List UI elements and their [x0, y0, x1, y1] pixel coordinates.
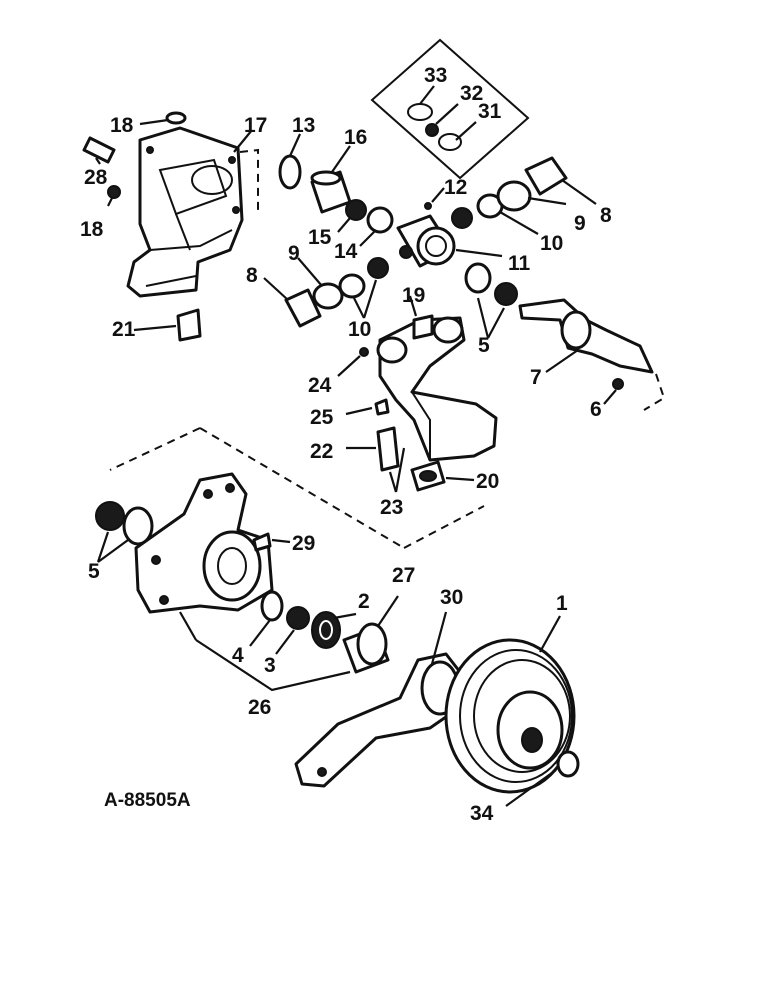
callout-10-top: 10: [540, 232, 563, 255]
part-5-bearing-right: [494, 282, 518, 306]
part-5-race-right: [464, 262, 492, 294]
callout-5-left: 5: [88, 560, 100, 583]
callout-9-top: 9: [574, 212, 586, 235]
callout-18-top: 18: [110, 114, 134, 137]
part-10-bearing-top: [451, 207, 473, 229]
part-22-pin: [376, 426, 400, 472]
part-3-bearing: [286, 606, 310, 630]
callout-27: 27: [392, 564, 415, 587]
part-10-race-left: [338, 273, 366, 299]
part-14-race: [366, 206, 394, 234]
callout-4: 4: [232, 644, 244, 667]
callout-19: 19: [402, 284, 425, 307]
part-27-cup: [342, 622, 390, 674]
part-8-cover-left: [284, 288, 322, 328]
callout-17: 17: [244, 114, 267, 137]
callout-1: 1: [556, 592, 568, 615]
detail-inset: [370, 38, 530, 180]
part-9-gasket-left: [312, 282, 344, 310]
part-24-fitting: [359, 347, 369, 357]
callout-20: 20: [476, 470, 499, 493]
callout-13: 13: [292, 114, 315, 137]
part-29-fitting: [252, 532, 272, 552]
gearbox-housing: [126, 126, 244, 298]
callout-15: 15: [308, 226, 332, 249]
callout-7: 7: [530, 366, 542, 389]
callout-32: 32: [460, 82, 483, 105]
part-25-screw: [374, 398, 390, 416]
part-16-cap: [310, 170, 352, 214]
part-21-bushing: [176, 308, 202, 342]
callout-6: 6: [590, 398, 602, 421]
lower-housing: [134, 472, 274, 614]
part-28-pin: [82, 136, 116, 164]
part-13-snap-ring: [278, 154, 302, 190]
part-2-bearing: [311, 611, 341, 649]
part-31-clip: [438, 133, 462, 151]
callout-9-left: 9: [288, 242, 300, 265]
callout-10-left: 10: [348, 318, 371, 341]
part-19-sleeve: [412, 314, 434, 340]
part-1-pulley: [444, 638, 576, 794]
callout-3: 3: [264, 654, 276, 677]
callout-26: 26: [248, 696, 271, 719]
callout-18-bottom: 18: [80, 218, 104, 241]
callout-2: 2: [358, 590, 370, 613]
callout-29: 29: [292, 532, 315, 555]
callout-11: 11: [508, 252, 531, 275]
callout-16: 16: [344, 126, 367, 149]
callout-28: 28: [84, 166, 108, 189]
part-20-seal: [410, 460, 446, 492]
spindle-knuckle: [376, 316, 498, 462]
part-7-spindle: [518, 298, 654, 374]
part-30-arm: [294, 652, 462, 788]
part-4-seal: [260, 590, 284, 622]
part-8-cover-top: [524, 156, 568, 196]
part-18-plug-top: [165, 111, 187, 125]
part-5-bearing-left: [95, 501, 125, 531]
part-10-bearing-left: [367, 257, 389, 279]
drawing-number: A-88505A: [104, 790, 191, 811]
callout-14: 14: [334, 240, 358, 263]
part-15-bearing: [345, 199, 367, 221]
callout-22: 22: [310, 440, 333, 463]
callout-8-top: 8: [600, 204, 612, 227]
part-32-nut: [425, 123, 439, 137]
callout-12: 12: [444, 176, 467, 199]
part-33-clip: [407, 103, 433, 121]
callout-21: 21: [112, 318, 136, 341]
part-6-nut: [612, 378, 624, 390]
part-9-gasket-top: [496, 180, 532, 212]
callout-5-right: 5: [478, 334, 490, 357]
callout-25: 25: [310, 406, 334, 429]
callout-24: 24: [308, 374, 332, 397]
callout-30: 30: [440, 586, 463, 609]
callout-33: 33: [424, 64, 447, 87]
callout-23: 23: [380, 496, 403, 519]
part-34-cap: [556, 750, 580, 778]
part-12-fitting: [424, 202, 432, 210]
part-18-plug-bottom: [107, 185, 121, 199]
callout-34: 34: [470, 802, 494, 825]
callout-8-left: 8: [246, 264, 258, 287]
callout-31: 31: [478, 100, 502, 123]
part-5-race-left: [122, 506, 154, 546]
